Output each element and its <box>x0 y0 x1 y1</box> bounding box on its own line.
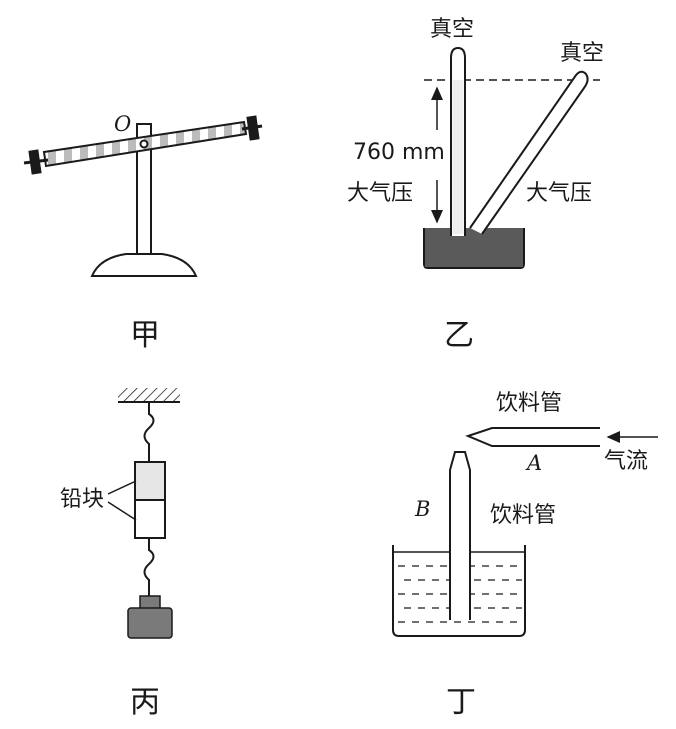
vertical-tube <box>450 46 466 236</box>
point-a-label: A <box>525 451 542 475</box>
ceiling <box>118 388 180 403</box>
caption-ding: 丁 <box>446 685 476 720</box>
upper-hook <box>143 402 155 462</box>
panel-bing: 铅块 丙 <box>60 388 180 720</box>
lever-stand <box>90 123 198 277</box>
vacuum-label-right: 真空 <box>560 41 604 66</box>
caption-jia: 甲 <box>130 318 160 353</box>
lead-block-label: 铅块 <box>60 487 104 512</box>
point-b-label: B <box>414 497 430 521</box>
vertical-straw <box>449 451 471 620</box>
pivot-label: O <box>114 112 131 136</box>
height-label: 760 mm <box>353 140 445 165</box>
panel-ding: 饮料管 饮料管 气流 A B 丁 <box>392 391 658 720</box>
pivot-point <box>139 139 149 149</box>
panel-jia: O 甲 <box>23 112 263 353</box>
lower-hook <box>143 538 155 596</box>
hanging-weight <box>127 595 173 639</box>
lead-block-bottom <box>134 499 166 539</box>
atm-label-right: 大气压 <box>526 181 592 206</box>
caption-yi: 乙 <box>444 318 474 353</box>
straw-top-label: 饮料管 <box>496 391 562 416</box>
lead-pointer-top <box>107 480 137 495</box>
lead-block-top <box>134 461 166 501</box>
horizontal-straw <box>465 427 600 447</box>
tilted-tube <box>469 70 589 235</box>
caption-bing: 丙 <box>130 685 160 720</box>
vacuum-label-left: 真空 <box>430 17 474 42</box>
mercury-dish <box>423 228 525 269</box>
atm-label-left: 大气压 <box>347 181 413 206</box>
lead-pointer-bottom <box>107 501 137 521</box>
straw-bottom-label: 饮料管 <box>490 503 556 528</box>
airflow-label: 气流 <box>604 449 648 474</box>
panel-yi: 真空 真空 760 mm 大气压 大气压 乙 <box>347 17 604 353</box>
